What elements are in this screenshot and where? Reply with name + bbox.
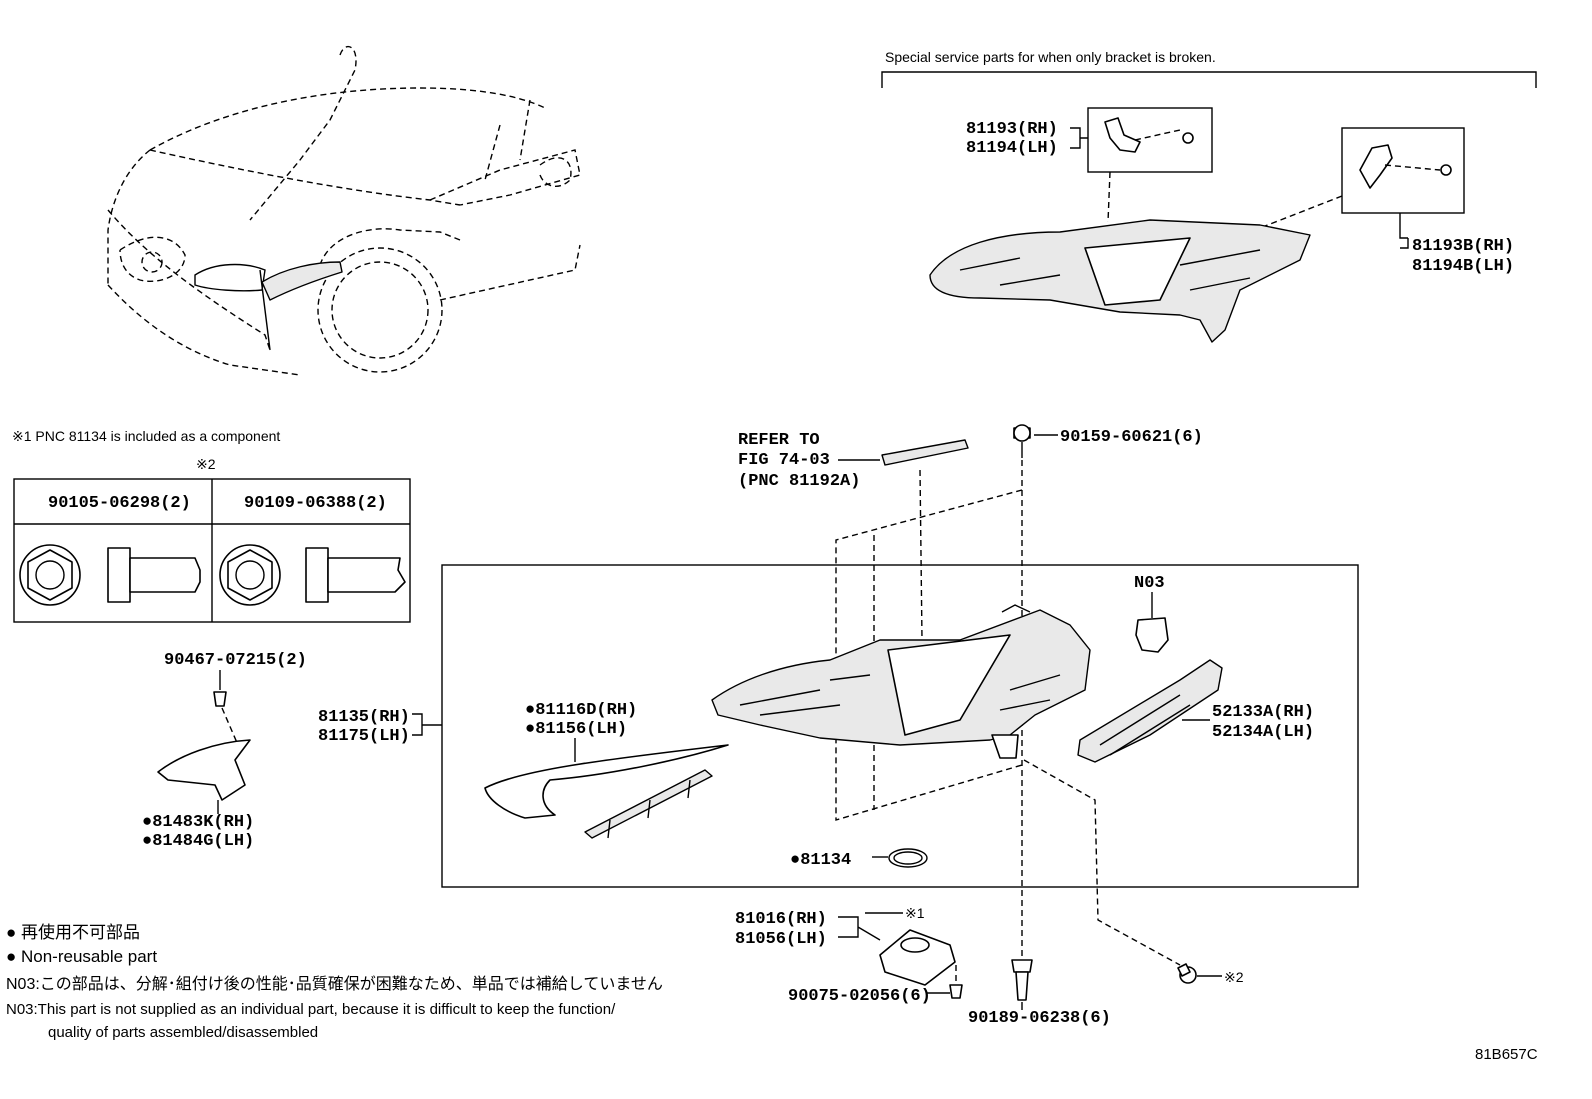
refer-line-2: FIG 74-03 bbox=[738, 451, 830, 470]
label-52133a-rh: 52133A(RH) bbox=[1212, 703, 1314, 722]
label-90075: 90075-02056(6) bbox=[788, 987, 931, 1006]
marker-1-label: ※1 bbox=[905, 905, 925, 921]
pnc-footnote: ※1 PNC 81134 is included as a component bbox=[12, 428, 280, 444]
assembly-frame bbox=[441, 564, 1359, 888]
figure-code: 81B657C bbox=[1475, 1046, 1538, 1063]
label-81135-rh: 81135(RH) bbox=[318, 708, 410, 727]
label-81194b-lh: 81194B(LH) bbox=[1412, 257, 1514, 276]
table-col2-part: 90109-06388(2) bbox=[244, 494, 387, 513]
label-81156-lh: ●81156(LH) bbox=[525, 720, 627, 739]
label-52134a-lh: 52134A(LH) bbox=[1212, 723, 1314, 742]
label-n03: N03 bbox=[1134, 574, 1165, 593]
label-81194-lh: 81194(LH) bbox=[966, 139, 1058, 158]
label-81175-lh: 81175(LH) bbox=[318, 727, 410, 746]
bracket-81193-box bbox=[1087, 107, 1213, 173]
legend-n03-en-line1: N03:This part is not supplied as an indi… bbox=[6, 1001, 616, 1018]
label-81016-rh: 81016(RH) bbox=[735, 910, 827, 929]
table-col1-part: 90105-06298(2) bbox=[48, 494, 191, 513]
legend-nonreusable-jp: ● 再使用不可部品 bbox=[6, 922, 140, 942]
fastener-table-group: ※1 PNC 81134 is included as a component … bbox=[12, 428, 411, 623]
label-81483k-rh: ●81483K(RH) bbox=[142, 813, 254, 832]
label-90159: 90159-60621(6) bbox=[1060, 428, 1203, 447]
label-81193b-rh: 81193B(RH) bbox=[1412, 237, 1514, 256]
label-81056-lh: 81056(LH) bbox=[735, 930, 827, 949]
special-service-note: Special service parts for when only brac… bbox=[885, 49, 1216, 65]
legend-n03-en-line2: quality of parts assembled/disassembled bbox=[48, 1024, 318, 1041]
car-front-sketch bbox=[107, 45, 581, 376]
label-81484g-lh: ●81484G(LH) bbox=[142, 832, 254, 851]
label-81193-rh: 81193(RH) bbox=[966, 120, 1058, 139]
refer-line-1: REFER TO bbox=[738, 431, 820, 450]
side-mould-group: 90467-07215(2) ●81483K(RH) ●81484G(LH) bbox=[142, 651, 307, 851]
label-90189: 90189-06238(6) bbox=[968, 1009, 1111, 1028]
legend-group: ● 再使用不可部品 ● Non-reusable part N03:この部品は、… bbox=[6, 922, 1538, 1063]
legend-nonreusable-en: ● Non-reusable part bbox=[6, 947, 157, 966]
marker-2-label: ※2 bbox=[196, 456, 216, 472]
refer-line-3: (PNC 81192A) bbox=[738, 472, 860, 491]
bottom-parts-group: 81016(RH) 81056(LH) ※1 90075-02056(6) 90… bbox=[735, 905, 1244, 1028]
label-81134: ●81134 bbox=[790, 851, 851, 870]
legend-n03-jp: N03:この部品は、分解･組付け後の性能･品質確保が困難なため、単品では補給して… bbox=[6, 975, 663, 993]
marker-2-callout: ※2 bbox=[1224, 969, 1244, 985]
headlamp-assembly-group: REFER TO FIG 74-03 (PNC 81192A) 90159-60… bbox=[318, 424, 1359, 990]
bracket-81193b-box bbox=[1341, 127, 1465, 214]
special-service-bracket-group: Special service parts for when only brac… bbox=[881, 49, 1537, 343]
label-90467: 90467-07215(2) bbox=[164, 651, 307, 670]
label-81116d-rh: ●81116D(RH) bbox=[525, 701, 637, 720]
